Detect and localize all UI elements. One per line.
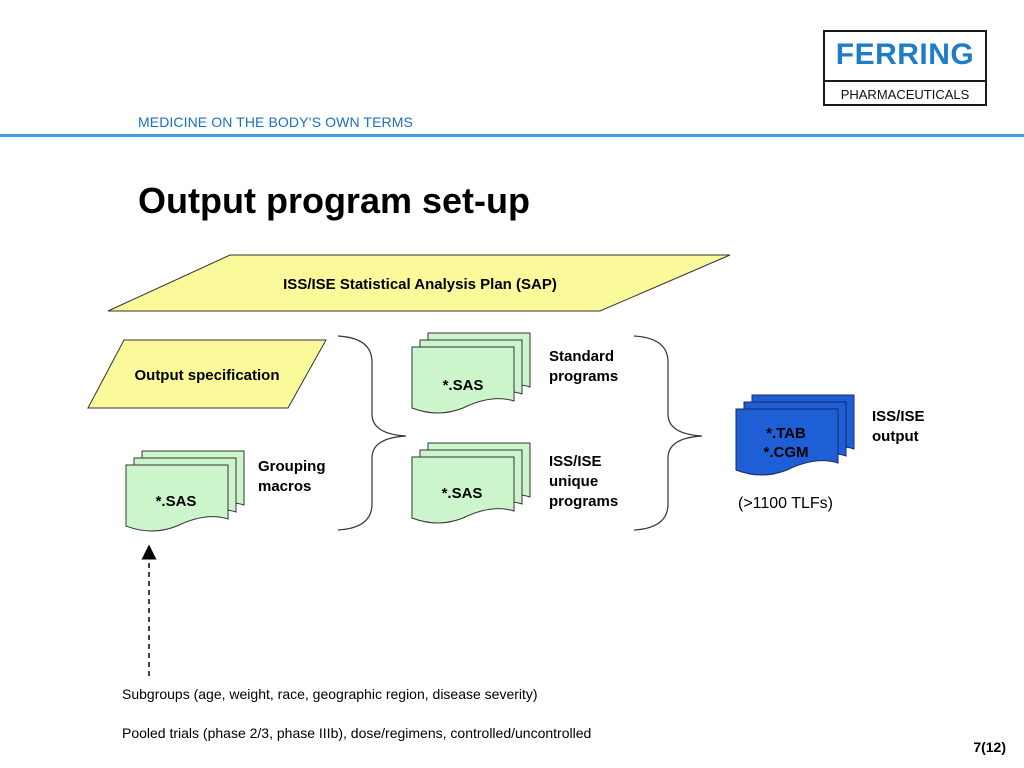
logo-divider bbox=[825, 80, 985, 82]
output-spec-label: Output specification bbox=[134, 367, 279, 384]
standard-programs-docs: *.SAS bbox=[411, 332, 531, 414]
left-brace bbox=[337, 335, 407, 531]
iss-ise-output-label: ISS/ISE output bbox=[872, 408, 925, 445]
page-title: Output program set-up bbox=[138, 180, 530, 221]
output-doc-line1: *.TAB bbox=[766, 425, 806, 442]
standard-doc-label: *.SAS bbox=[443, 377, 484, 394]
output-doc-line2: *.CGM bbox=[764, 444, 809, 461]
page-number: 7(12) bbox=[973, 739, 1006, 755]
header-divider bbox=[0, 134, 1024, 137]
output-docs: *.TAB *.CGM bbox=[735, 394, 855, 476]
grouping-doc-label: *.SAS bbox=[156, 493, 197, 510]
unique-programs-label: ISS/ISE unique programs bbox=[549, 453, 619, 510]
tlf-count: (>1100 TLFs) bbox=[738, 495, 834, 512]
logo-brand: FERRING bbox=[835, 38, 975, 71]
pooled-trials-note: Pooled trials (phase 2/3, phase IIIb), d… bbox=[122, 725, 592, 741]
tagline: MEDICINE ON THE BODY’S OWN TERMS bbox=[138, 114, 413, 130]
grouping-macros-docs: *.SAS bbox=[125, 450, 245, 532]
sap-box: ISS/ISE Statistical Analysis Plan (SAP) bbox=[107, 254, 731, 312]
unique-doc-label: *.SAS bbox=[442, 485, 483, 502]
subgroups-note: Subgroups (age, weight, race, geographic… bbox=[122, 686, 538, 702]
sap-label: ISS/ISE Statistical Analysis Plan (SAP) bbox=[283, 276, 557, 293]
unique-programs-docs: *.SAS bbox=[411, 442, 531, 524]
output-spec-box: Output specification bbox=[87, 339, 327, 409]
ferring-logo: FERRING PHARMACEUTICALS bbox=[823, 30, 987, 106]
right-brace bbox=[633, 335, 703, 531]
logo-subtitle: PHARMACEUTICALS bbox=[840, 86, 970, 102]
standard-programs-label: Standard programs bbox=[549, 348, 619, 385]
grouping-macros-label: Grouping macros bbox=[258, 458, 326, 495]
